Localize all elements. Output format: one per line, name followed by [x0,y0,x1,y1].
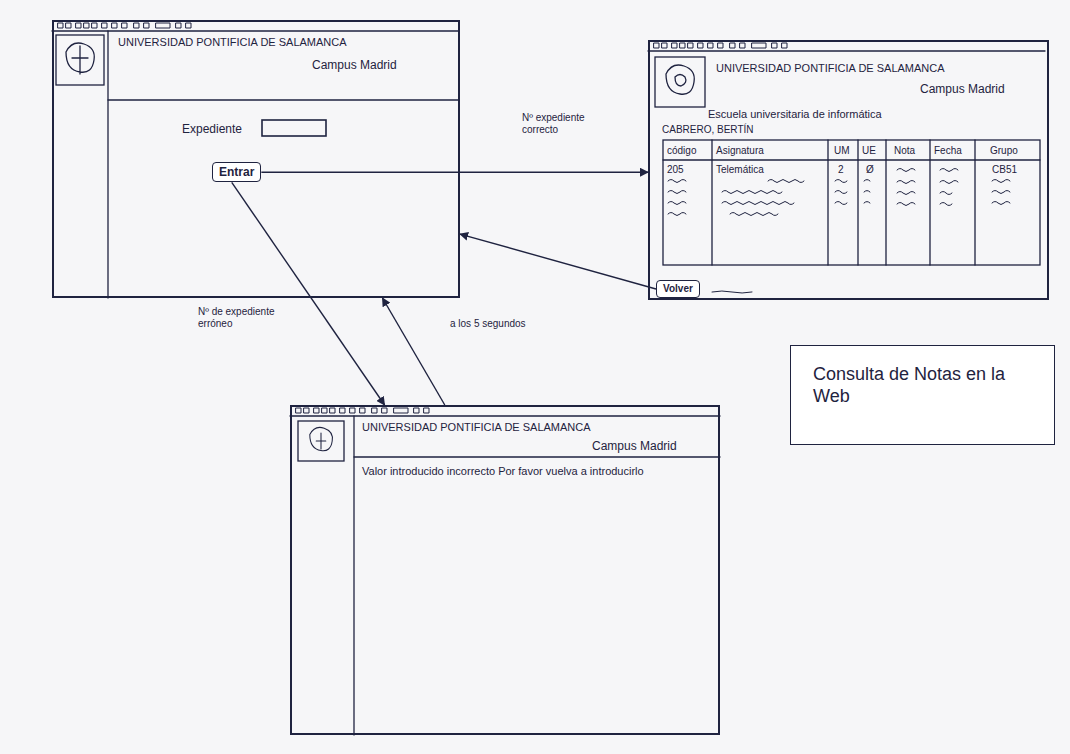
toolbar-icons [296,408,429,413]
transition-label: a los 5 segundos [448,318,536,330]
window-text: CABRERO, BERTÍN [662,124,862,136]
button-label: Volver [663,283,693,295]
transition-arrow [382,298,444,405]
header-divider [354,456,720,457]
logo-shape [666,65,694,94]
window-text: Escuela universitaria de informática [708,108,968,121]
table-header-rule [663,159,1040,160]
toolbar-line [648,50,1045,51]
window-text: Campus Madrid [920,82,1040,96]
browser-window: UNIVERSIDAD PONTIFICIA DE SALAMANCA Campu… [290,405,720,735]
sketch-lines [52,23,1045,735]
toolbar-icons [58,23,191,28]
submit-button: Entrar [212,162,261,182]
table-cell: 205 [667,164,684,176]
table-cell: Asignatura [716,145,764,157]
window-text: UNIVERSIDAD PONTIFICIA DE SALAMANCA [362,421,692,434]
scribble-mark [712,291,752,293]
logo-frame [655,57,705,107]
button-label: Entrar [219,165,254,179]
scribbled-rows [668,169,1010,216]
input-field [262,120,326,136]
transition-arrow [261,171,648,172]
logo-sketch [310,427,333,450]
transition-label: Nº de expediente erróneo [196,306,300,330]
header-divider [108,99,458,100]
browser-window: UNIVERSIDAD PONTIFICIA DE SALAMANCA Campu… [52,20,460,298]
window-text: Campus Madrid [592,439,712,453]
transition-arrow [232,182,385,405]
table-cell: 2 [838,164,844,176]
logo-frame [56,35,104,85]
logo-shape [310,427,333,450]
window-text: Campus Madrid [312,58,452,72]
toolbar-icons [654,43,787,48]
table-cell: Fecha [934,145,962,157]
window-text: Expediente [182,122,262,136]
back-button: Volver [656,280,700,298]
window-text: UNIVERSIDAD PONTIFICIA DE SALAMANCA [716,62,1041,75]
table-cell: UE [862,145,876,157]
sidebar-divider [353,416,354,735]
window-text: UNIVERSIDAD PONTIFICIA DE SALAMANCA [118,36,448,49]
window-text: Valor introducido incorrecto Por favor v… [362,465,662,478]
sidebar-divider [107,31,108,298]
table-cell: UM [834,145,850,157]
transition-label: Nº expediente correcto [520,112,624,136]
browser-window: UNIVERSIDAD PONTIFICIA DE SALAMANCA Campu… [648,40,1049,300]
transition-arrow [460,234,656,289]
logo-shape [66,43,94,74]
toolbar-line [52,30,458,31]
caption-box: Consulta de Notas en la Web [790,345,1055,445]
logo-sketch [66,43,94,74]
table-cell: Telemática [716,164,764,176]
logo-sketch [666,65,694,94]
table-cell: código [667,145,696,157]
table-cell: Ø [866,164,874,176]
table-cell: CB51 [992,164,1017,176]
table-cell: Nota [894,145,915,157]
window-text: Consulta de Notas en la Web [813,364,1013,407]
grades-table [663,140,1040,265]
logo-frame [298,421,344,461]
table-cell: Grupo [990,145,1018,157]
